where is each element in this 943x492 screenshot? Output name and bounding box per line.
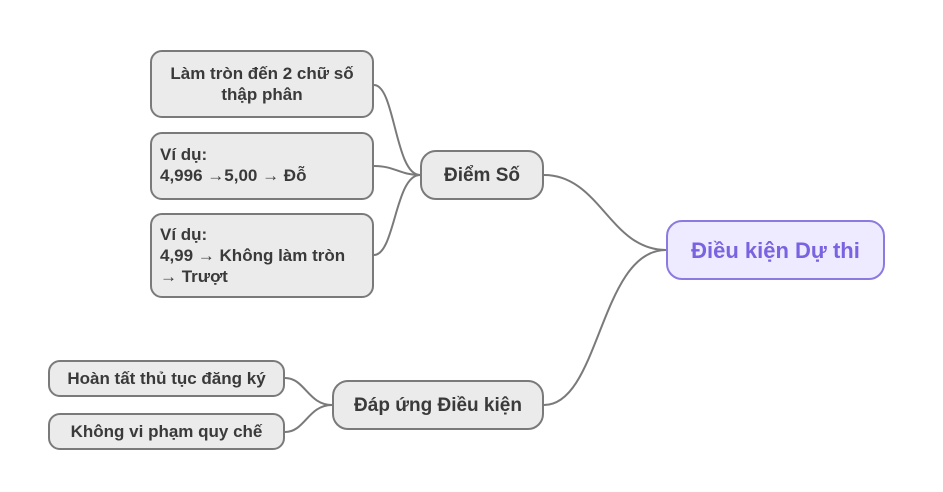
leaf-node-lam-tron[interactable]: Làm tròn đến 2 chữ số thập phân <box>150 50 374 118</box>
leaf-text-line: thập phân <box>221 85 303 104</box>
branch-node-diem-so[interactable]: Điểm Số <box>420 150 544 200</box>
connector-dap-ung-child-1 <box>284 377 333 406</box>
connector-diem-so-child-1 <box>373 84 421 176</box>
leaf-node-vi-du-do[interactable]: Ví dụ: 4,996 →5,00 → Đỗ <box>150 132 374 200</box>
branch-label: Điểm Số <box>443 164 521 186</box>
leaf-text-line: Làm tròn đến 2 chữ số <box>170 64 354 83</box>
leaf-text-line: 4,996 →5,00 → Đỗ <box>160 166 307 185</box>
leaf-text-line: → Trượt <box>160 267 228 286</box>
branch-label: Đáp ứng Điều kiện <box>354 394 522 416</box>
leaf-text-line: Không vi phạm quy chế <box>70 422 263 441</box>
leaf-text-line: Hoàn tất thủ tục đăng ký <box>67 369 266 388</box>
leaf-text-line: Ví dụ: <box>160 225 208 244</box>
connector-diem-so-child-3 <box>373 174 421 256</box>
connector-dap-ung-child-2 <box>284 404 333 433</box>
leaf-text-line: 4,99 → Không làm tròn <box>160 246 346 265</box>
leaf-node-khong-vi-pham[interactable]: Không vi phạm quy chế <box>48 413 285 450</box>
connector-root-dap-ung <box>543 249 667 406</box>
leaf-node-hoan-tat-thu-tuc[interactable]: Hoàn tất thủ tục đăng ký <box>48 360 285 397</box>
leaf-text-line: Ví dụ: <box>160 145 208 164</box>
connector-root-diem-so <box>543 174 667 251</box>
root-label: Điều kiện Dự thi <box>691 237 860 263</box>
branch-node-dap-ung-dieu-kien[interactable]: Đáp ứng Điều kiện <box>332 380 544 430</box>
connector-diem-so-child-2 <box>373 165 421 176</box>
root-node[interactable]: Điều kiện Dự thi <box>666 220 885 280</box>
leaf-node-vi-du-truot[interactable]: Ví dụ: 4,99 → Không làm tròn → Trượt <box>150 213 374 298</box>
